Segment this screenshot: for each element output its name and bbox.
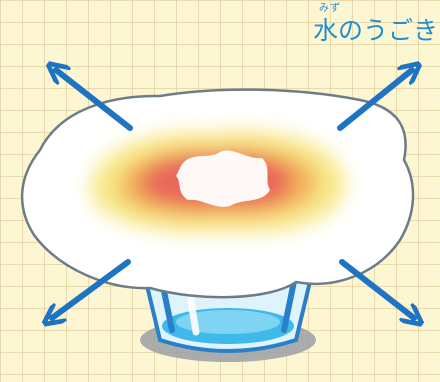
heat-center — [176, 150, 270, 207]
arrow-icon — [56, 70, 133, 131]
diagram-title: みず 水のうごき — [312, 2, 438, 45]
arrow-icon — [339, 259, 414, 318]
arrow-icon — [52, 259, 131, 318]
title-ruby: みず — [318, 3, 341, 14]
title-text: 水のうごき — [312, 16, 438, 45]
arrow-icon — [337, 70, 412, 131]
